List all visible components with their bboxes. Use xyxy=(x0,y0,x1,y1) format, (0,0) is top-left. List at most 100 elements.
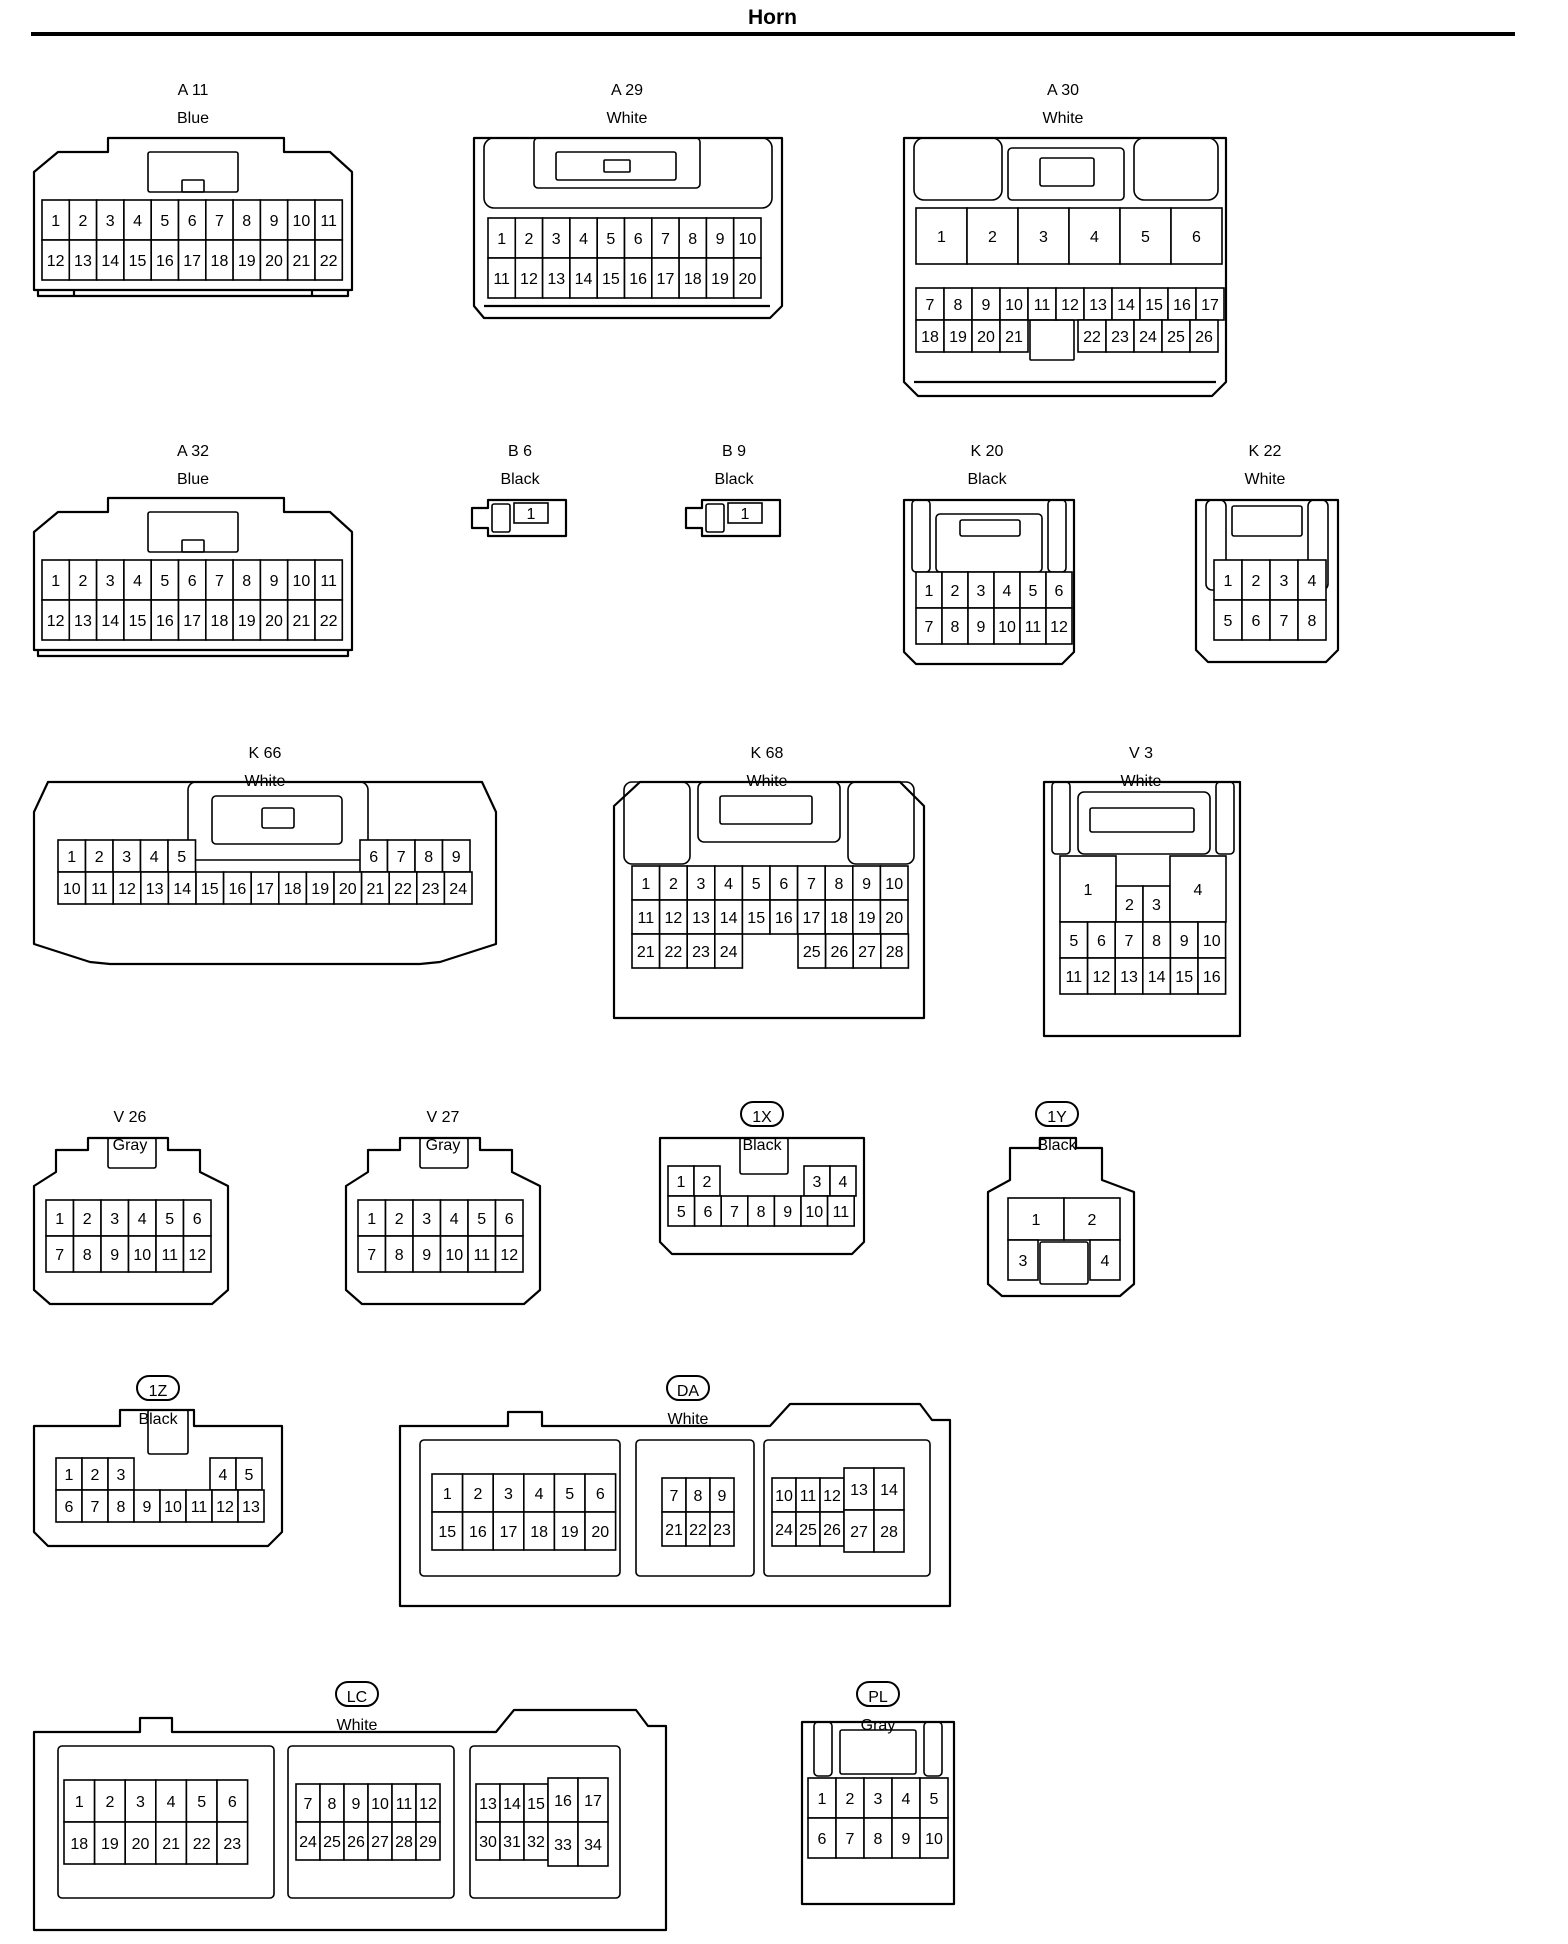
pin-lc-3: 3 xyxy=(124,1779,157,1823)
svg-text:1: 1 xyxy=(51,213,60,230)
svg-text:19: 19 xyxy=(238,613,256,630)
pin-a30-14: 14 xyxy=(1111,287,1141,321)
page-title: Horn xyxy=(748,6,797,29)
svg-text:15: 15 xyxy=(129,613,147,630)
pin-k66-10: 10 xyxy=(57,871,87,905)
pin-da-20: 20 xyxy=(584,1511,617,1551)
pin-k22-6: 6 xyxy=(1241,599,1271,641)
svg-text:12: 12 xyxy=(47,253,65,270)
svg-text:3: 3 xyxy=(1152,897,1161,914)
connector-body-a29 xyxy=(472,136,784,320)
svg-text:4: 4 xyxy=(133,573,142,590)
pin-a32-22: 22 xyxy=(314,599,344,641)
pin-a32-7: 7 xyxy=(205,559,234,601)
connector-body-a11 xyxy=(32,136,354,298)
svg-text:8: 8 xyxy=(1152,933,1161,950)
pin-a30-13: 13 xyxy=(1083,287,1113,321)
pin-k66-13: 13 xyxy=(140,871,170,905)
pin-lc-25: 25 xyxy=(319,1821,345,1861)
pin-pl-8: 8 xyxy=(863,1817,893,1859)
connector-id-1y: 1Y xyxy=(1047,1109,1067,1126)
pin-a30-4: 4 xyxy=(1068,207,1121,265)
svg-text:24: 24 xyxy=(1139,329,1157,346)
svg-text:14: 14 xyxy=(101,253,119,270)
svg-text:17: 17 xyxy=(256,881,274,898)
svg-text:12: 12 xyxy=(118,881,136,898)
svg-text:11: 11 xyxy=(161,1247,178,1264)
svg-text:5: 5 xyxy=(1224,613,1233,630)
svg-text:18: 18 xyxy=(830,910,848,927)
pin-1y-4: 4 xyxy=(1089,1239,1121,1281)
svg-text:19: 19 xyxy=(238,253,256,270)
pin-k68-8: 8 xyxy=(824,865,854,901)
svg-text:21: 21 xyxy=(665,1522,683,1539)
pin-da-21: 21 xyxy=(661,1511,687,1547)
svg-text:5: 5 xyxy=(165,1211,174,1228)
svg-text:6: 6 xyxy=(779,876,788,893)
pin-a11-20: 20 xyxy=(259,239,289,281)
pin-k20-5: 5 xyxy=(1019,571,1047,609)
connector-id-a29: A 29 xyxy=(611,82,643,99)
svg-text:9: 9 xyxy=(452,849,461,866)
pin-1z-8: 8 xyxy=(107,1489,135,1523)
svg-text:21: 21 xyxy=(292,253,310,270)
svg-text:23: 23 xyxy=(692,944,710,961)
svg-text:4: 4 xyxy=(902,1791,911,1808)
svg-text:22: 22 xyxy=(394,881,412,898)
svg-text:24: 24 xyxy=(299,1834,317,1851)
svg-text:1: 1 xyxy=(1224,573,1233,590)
pin-v3-9: 9 xyxy=(1169,921,1199,959)
svg-text:25: 25 xyxy=(1167,329,1185,346)
svg-text:17: 17 xyxy=(183,613,201,630)
connector-body-pl xyxy=(800,1720,956,1906)
pin-v3-5: 5 xyxy=(1059,921,1089,959)
pin-a29-9: 9 xyxy=(705,217,735,259)
pin-v26-6: 6 xyxy=(182,1199,212,1237)
connector-color-pl: Gray xyxy=(861,1717,896,1734)
pin-k66-4: 4 xyxy=(139,839,169,873)
pin-a32-19: 19 xyxy=(232,599,262,641)
pin-a29-11: 11 xyxy=(487,257,517,299)
svg-text:1: 1 xyxy=(51,573,60,590)
pin-pl-7: 7 xyxy=(835,1817,865,1859)
pin-v26-10: 10 xyxy=(127,1235,157,1273)
pin-k68-21: 21 xyxy=(631,933,661,969)
svg-text:13: 13 xyxy=(1120,969,1138,986)
svg-text:9: 9 xyxy=(977,619,986,636)
pin-1y-2: 2 xyxy=(1063,1197,1121,1241)
pin-k68-22: 22 xyxy=(658,933,688,969)
svg-text:14: 14 xyxy=(1148,969,1166,986)
pin-1x-4: 4 xyxy=(829,1165,857,1197)
svg-text:12: 12 xyxy=(188,1247,206,1264)
svg-text:12: 12 xyxy=(500,1247,518,1264)
pin-1z-3: 3 xyxy=(107,1457,135,1491)
svg-text:31: 31 xyxy=(503,1834,521,1851)
pin-lc-24: 24 xyxy=(295,1821,321,1861)
junction-tag-1y xyxy=(1035,1101,1079,1127)
svg-text:15: 15 xyxy=(201,881,219,898)
svg-text:22: 22 xyxy=(1083,329,1101,346)
svg-text:3: 3 xyxy=(1019,1253,1028,1270)
svg-text:5: 5 xyxy=(606,231,615,248)
pin-a30-5: 5 xyxy=(1119,207,1172,265)
pin-lc-10: 10 xyxy=(367,1783,393,1823)
pin-k66-16: 16 xyxy=(222,871,253,905)
pin-a11-11: 11 xyxy=(314,199,344,241)
svg-text:22: 22 xyxy=(193,1836,211,1853)
svg-text:19: 19 xyxy=(949,329,967,346)
connector-color-b6: Black xyxy=(500,471,540,488)
connector-id-1z: 1Z xyxy=(149,1383,168,1400)
svg-text:2: 2 xyxy=(395,1211,404,1228)
pin-k68-1: 1 xyxy=(631,865,661,901)
connector-id-k20: K 20 xyxy=(971,443,1004,460)
pin-v3-3: 3 xyxy=(1142,885,1171,923)
pin-a32-21: 21 xyxy=(286,599,316,641)
connector-id-pl: PL xyxy=(868,1689,888,1706)
pin-da-17: 17 xyxy=(492,1511,525,1551)
pin-k68-18: 18 xyxy=(824,899,854,935)
svg-text:12: 12 xyxy=(665,910,683,927)
svg-text:5: 5 xyxy=(752,876,761,893)
